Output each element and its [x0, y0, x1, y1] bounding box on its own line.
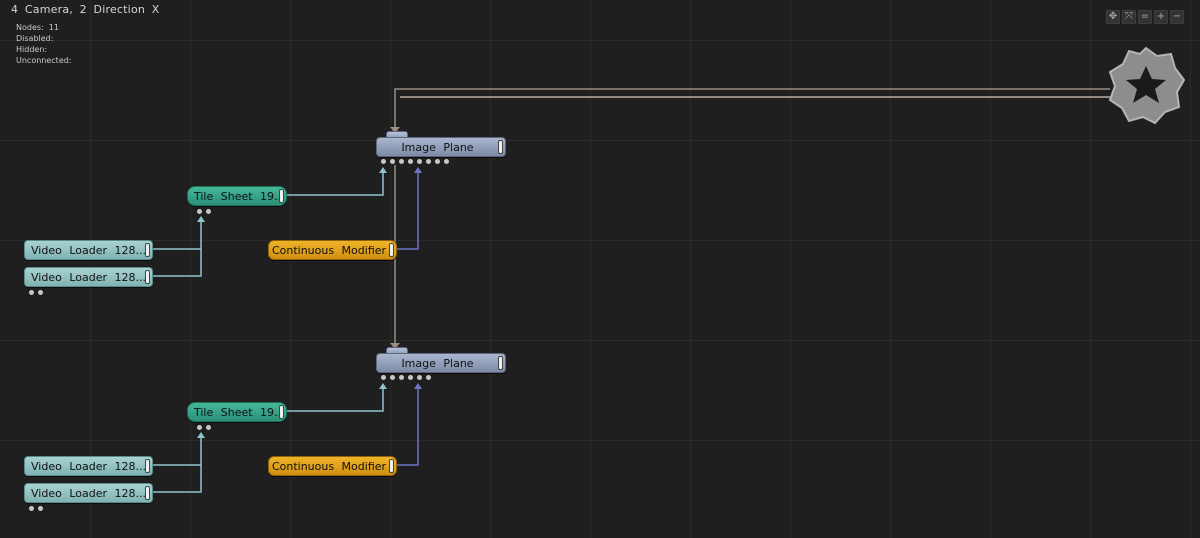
- input-port[interactable]: [398, 374, 405, 381]
- image-plane-2-input-ports: [380, 374, 432, 381]
- arrow-mod-1-in: [414, 167, 422, 173]
- fit-icon[interactable]: ⤧: [1122, 10, 1136, 24]
- input-port[interactable]: [407, 374, 414, 381]
- continuous-modifier-node-1[interactable]: Continuous Modifier: [268, 240, 397, 260]
- gear-star-icon[interactable]: [1107, 46, 1185, 126]
- tile-sheet-node-2[interactable]: Tile Sheet 19...: [187, 402, 287, 422]
- continuous-modifier-2-output-port[interactable]: [389, 459, 394, 473]
- arrow-tile-1-in: [379, 167, 387, 173]
- video-loader-4-output-port[interactable]: [145, 486, 150, 500]
- tile-sheet-1-label: Tile Sheet 19...: [194, 189, 279, 203]
- video-loader-2-output-port[interactable]: [145, 270, 150, 284]
- equal-icon[interactable]: =: [1138, 10, 1152, 24]
- arrow-tile-sheet-1-in: [197, 216, 205, 222]
- input-port[interactable]: [196, 424, 203, 431]
- input-port[interactable]: [434, 158, 441, 165]
- input-port[interactable]: [196, 208, 203, 215]
- image-plane-1-output-port[interactable]: [498, 140, 503, 154]
- video-loader-node-1[interactable]: Video Loader 128...: [24, 240, 153, 260]
- continuous-modifier-1-output-port[interactable]: [389, 243, 394, 257]
- wire-modifier-1-to-image-plane-1: [397, 172, 419, 250]
- image-plane-1-label: Image Plane: [401, 140, 474, 154]
- tile-sheet-2-input-ports: [196, 424, 212, 431]
- input-port[interactable]: [37, 505, 44, 512]
- input-port[interactable]: [425, 374, 432, 381]
- image-plane-1-tab: [386, 131, 408, 138]
- wire-tile-sheet-2-to-image-plane-2: [287, 389, 384, 412]
- arrow-tile-2-in: [379, 383, 387, 389]
- view-toolbar: ✥ ⤧ = + −: [1106, 10, 1184, 24]
- wire-video-loader-1-to-tile-sheet-1: [153, 221, 202, 250]
- wire-video-loader-3-to-tile-sheet-2: [153, 437, 202, 466]
- input-port[interactable]: [407, 158, 414, 165]
- video-loader-4-label: Video Loader 128...: [31, 486, 145, 500]
- input-port[interactable]: [205, 424, 212, 431]
- wire-root-to-image-plane-1: [394, 88, 1110, 127]
- video-loader-node-2[interactable]: Video Loader 128...: [24, 267, 153, 287]
- stat-hidden: Hidden:: [16, 45, 48, 54]
- stat-unconnected: Unconnected:: [16, 56, 72, 65]
- wire-tile-sheet-1-to-image-plane-1: [287, 172, 384, 196]
- wire-video-loader-2-to-tile-sheet-1: [153, 249, 202, 277]
- wire-modifier-2-to-image-plane-2: [397, 389, 419, 466]
- graph-stats: Nodes:11 Disabled: Hidden: Unconnected:: [16, 22, 77, 66]
- arrow-image-plane-2-top: [390, 343, 400, 349]
- video-loader-3-output-port[interactable]: [145, 459, 150, 473]
- graph-title: 4 Camera, 2 Direction X: [11, 3, 160, 16]
- image-plane-2-output-port[interactable]: [498, 356, 503, 370]
- stat-nodes: Nodes:11: [16, 23, 59, 32]
- input-port[interactable]: [389, 158, 396, 165]
- arrow-tile-sheet-2-in: [197, 432, 205, 438]
- input-port[interactable]: [443, 158, 450, 165]
- zoom-in-icon[interactable]: +: [1154, 10, 1168, 24]
- image-plane-2-tab: [386, 347, 408, 354]
- zoom-out-icon[interactable]: −: [1170, 10, 1184, 24]
- input-port[interactable]: [37, 289, 44, 296]
- video-loader-1-output-port[interactable]: [145, 243, 150, 257]
- continuous-modifier-node-2[interactable]: Continuous Modifier: [268, 456, 397, 476]
- arrow-image-plane-1-top: [390, 127, 400, 133]
- input-port[interactable]: [28, 505, 35, 512]
- tile-sheet-1-input-ports: [196, 208, 212, 215]
- video-loader-4-input-ports: [28, 505, 44, 512]
- input-port[interactable]: [425, 158, 432, 165]
- tile-sheet-node-1[interactable]: Tile Sheet 19...: [187, 186, 287, 206]
- video-loader-node-4[interactable]: Video Loader 128...: [24, 483, 153, 503]
- arrow-mod-2-in: [414, 383, 422, 389]
- image-plane-2-label: Image Plane: [401, 356, 474, 370]
- video-loader-node-3[interactable]: Video Loader 128...: [24, 456, 153, 476]
- input-port[interactable]: [380, 158, 387, 165]
- continuous-modifier-2-label: Continuous Modifier: [271, 459, 387, 473]
- input-port[interactable]: [398, 158, 405, 165]
- input-port[interactable]: [205, 208, 212, 215]
- image-plane-1-input-ports: [380, 158, 450, 165]
- continuous-modifier-1-label: Continuous Modifier: [271, 243, 387, 257]
- tile-sheet-2-output-port[interactable]: [279, 405, 284, 419]
- image-plane-node-2[interactable]: Image Plane: [376, 353, 506, 373]
- input-port[interactable]: [28, 289, 35, 296]
- stat-disabled: Disabled:: [16, 34, 54, 43]
- input-port[interactable]: [389, 374, 396, 381]
- video-loader-2-label: Video Loader 128...: [31, 270, 145, 284]
- move-icon[interactable]: ✥: [1106, 10, 1120, 24]
- wire-video-loader-4-to-tile-sheet-2: [153, 465, 202, 493]
- video-loader-2-input-ports: [28, 289, 44, 296]
- input-port[interactable]: [416, 158, 423, 165]
- input-port[interactable]: [380, 374, 387, 381]
- input-port[interactable]: [416, 374, 423, 381]
- image-plane-node-1[interactable]: Image Plane: [376, 137, 506, 157]
- video-loader-3-label: Video Loader 128...: [31, 459, 145, 473]
- tile-sheet-1-output-port[interactable]: [279, 189, 284, 203]
- tile-sheet-2-label: Tile Sheet 19...: [194, 405, 279, 419]
- video-loader-1-label: Video Loader 128...: [31, 243, 145, 257]
